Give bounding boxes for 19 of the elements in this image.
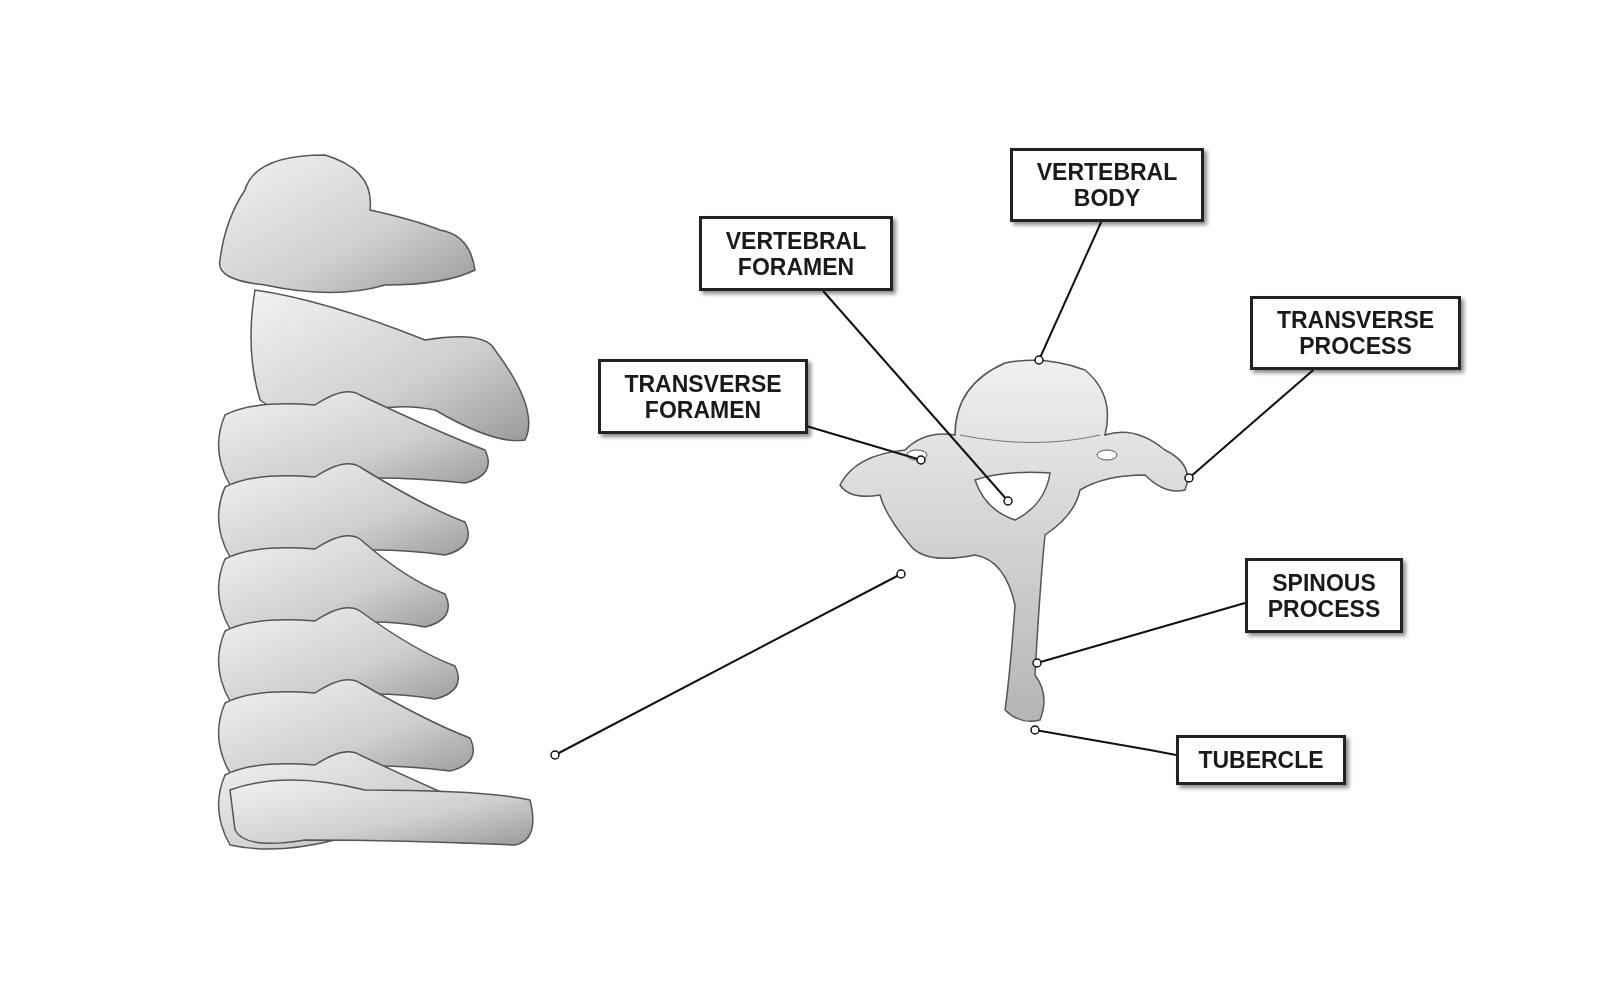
label-box (1010, 148, 1204, 222)
label-text: SPINOUS PROCESS (1266, 569, 1382, 622)
leader-line (807, 425, 926, 465)
label-box (1250, 296, 1461, 370)
label-text: VERTEBRAL BODY (1035, 159, 1179, 211)
label-box (699, 216, 893, 291)
label-text: TUBERCLE (1197, 747, 1325, 773)
leader-line (822, 290, 1013, 506)
label-box (1176, 735, 1346, 785)
leader-line (1184, 369, 1315, 483)
label-box (598, 359, 808, 434)
leader-line (1032, 602, 1246, 668)
leader-line (1030, 725, 1177, 756)
label-text: TRANSVERSE PROCESS (1275, 307, 1436, 359)
label-text: TRANSVERSE FORAMEN (623, 370, 783, 423)
label-text: VERTEBRAL FORAMEN (724, 227, 868, 280)
leader-line (1034, 221, 1103, 365)
leader-line (550, 569, 906, 760)
label-box (1245, 558, 1403, 633)
